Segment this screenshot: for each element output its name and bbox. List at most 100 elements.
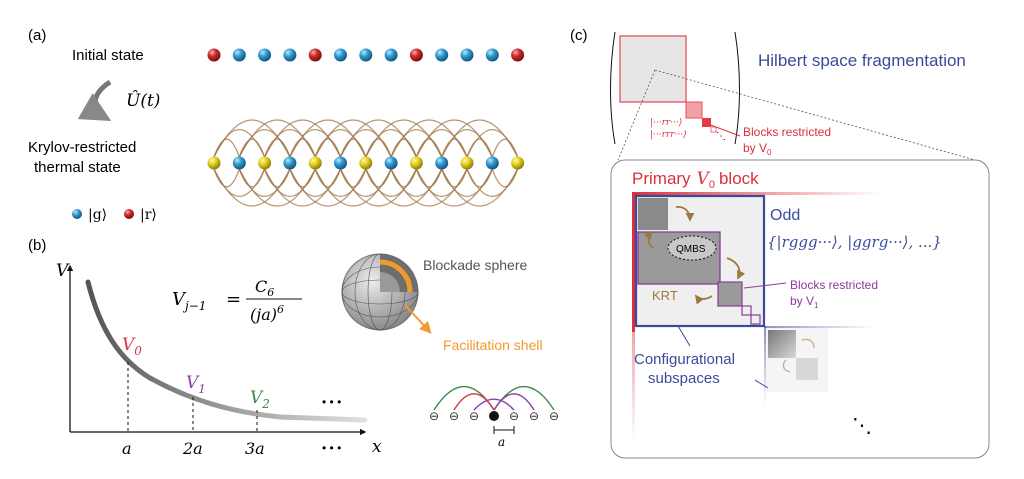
lattice-arc [493,393,535,411]
ket-rrr: |···rrr···⟩ [650,130,687,140]
svg-text:Vj−1: Vj−1 [172,289,206,313]
ground-atom: ⊖ [529,409,539,423]
ground-atom: ⊖ [449,409,459,423]
krt-label: KRT [652,288,678,303]
krylov-label-line1: Krylov-restricted [28,139,136,156]
ground-atom: ⊖ [469,409,479,423]
facilitation-arc [365,119,443,158]
lattice-spacing-label: a [498,435,505,449]
panel-c: (c) ⋱ |···rr···⟩ |···rrr···⟩ Blocks rest… [570,27,990,459]
hilbert-matrix: ⋱ [610,31,740,145]
facilitation-arcs [213,119,519,207]
initial-atom [435,48,449,62]
odd-label: Odd [770,207,800,224]
svg-text:=: = [226,289,241,310]
svg-text:⋱: ⋱ [716,131,726,142]
lattice-spacing-bar [493,426,515,434]
initial-state-label: Initial state [72,47,144,64]
ket-rr: |···rr···⟩ [650,118,682,128]
panel-c-label: (c) [570,27,588,44]
facilitation-arc [314,119,392,158]
v0-label: V0 [122,335,142,358]
facilitation-arc [415,168,493,207]
y-axis-label: V [56,261,70,281]
initial-atom [485,48,499,62]
blocks-v1-pointer [743,282,787,289]
thermal-atom [485,156,499,170]
thermal-atom [207,156,221,170]
initial-atom [283,48,297,62]
initial-atom [460,48,474,62]
config-pointer [677,325,691,347]
svg-text:(ja)6: (ja)6 [250,303,284,324]
diagonal-ellipsis: ⋱ [852,415,872,437]
initial-atom [359,48,373,62]
x-tick-a: a [122,439,132,458]
blocks-v1-line1: Blocks restricted [790,278,878,292]
blocks-v1-line2: by V1 [790,294,819,310]
evolution-arrow-icon [77,79,112,121]
facilitation-arc [415,119,493,158]
thermal-atom [334,156,347,170]
thermal-atom [283,156,297,170]
initial-atom [308,48,322,62]
blocks-v0-line1: Blocks restricted [743,125,831,139]
qmbs-label: QMBS [676,244,706,255]
facilitation-arc [441,168,519,207]
facilitation-arc [289,168,367,207]
thermal-atom [384,156,398,170]
v2-label: V2 [250,388,270,411]
thermal-atom [460,156,474,170]
config-line1: Configurational [634,351,735,368]
v1-label: V1 [186,373,206,396]
legend-r-label: |r⟩ [140,207,157,223]
thermal-atom [409,156,423,170]
facilitation-arc [365,168,443,207]
facilitation-shell-label: Facilitation shell [443,337,543,353]
initial-state-chain [207,48,525,62]
excited-atom [489,411,499,421]
facilitation-arc [213,168,291,207]
facilitation-arc [314,168,392,207]
blocks-v0-pointer [707,123,741,137]
blocks-v0-line2: by V0 [743,141,772,157]
initial-atom [232,48,246,62]
krylov-label-line2: thermal state [34,159,121,176]
facilitation-arc [213,119,291,158]
thermal-atom [232,156,246,170]
curve-ellipsis: • • • [322,395,341,409]
initial-atom [511,48,525,62]
zoom-line-left [617,69,656,161]
potential-curve [85,279,368,423]
initial-atom [334,48,347,62]
zoom-line-right [654,69,976,161]
qmbs-region [667,235,717,261]
thermal-atom [359,156,373,170]
thermal-atom [511,156,525,170]
blockade-sphere-icon [341,253,419,331]
lattice-diagram: ⊖ ⊖ ⊖ ⊖ ⊖ ⊖ [429,385,559,434]
blockade-sphere-label: Blockade sphere [423,257,528,273]
ground-atom: ⊖ [509,409,519,423]
ground-atom: ⊖ [549,409,559,423]
panel-a: (a) Initial state Û(t) Krylov-restricted… [28,27,525,223]
x-tick-3a: 3a [245,439,265,458]
initial-atom [409,48,423,62]
facilitation-arc [390,119,468,158]
lattice-arc [473,398,515,411]
svg-text:C6: C6 [255,277,274,299]
ground-atom: ⊖ [429,409,439,423]
facilitation-arc [264,168,342,207]
panel-b: (b) V x V0 V1 V2 • • • a 2a 3a • • • Vj−… [28,237,559,458]
thermal-atom [258,156,272,170]
transition-arrows [643,206,746,305]
legend: |g⟩ |r⟩ [72,207,157,223]
evolution-operator: Û(t) [126,90,160,111]
potential-formula: Vj−1 = C6 (ja)6 [172,277,302,324]
lattice-arc [453,393,495,411]
facilitation-arc [289,119,367,158]
x-tick-2a: 2a [182,439,203,458]
facilitation-arc [238,119,316,158]
